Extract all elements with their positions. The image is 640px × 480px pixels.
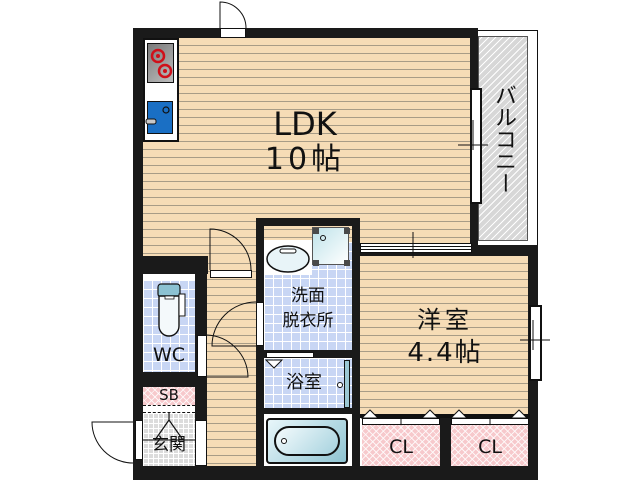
western-room-label: 洋室 [417,306,473,334]
toilet-label: WC [152,344,186,366]
entrance-door-opening[interactable] [135,420,143,460]
closet-1-floor [362,425,440,467]
shoe-box [143,387,195,407]
shoe-box-door[interactable] [143,405,195,413]
balcony-floor [478,36,528,241]
ldk-balcony-window [470,88,482,204]
ldk-size-label: 10帖 [264,142,346,177]
wall-closet-top [360,414,530,418]
bath-wall-fixture [344,360,350,408]
ldk-floor [143,38,470,256]
wall-wet-top [256,218,360,226]
hall-ldk-door-opening[interactable] [210,270,252,278]
sink-icon [145,101,173,134]
washroom-door-opening[interactable] [256,302,264,346]
bathtub-icon [266,418,348,464]
bathroom-door[interactable] [266,352,314,358]
wall-closet-divider [440,418,451,468]
bathroom-floor [264,358,352,408]
ldk-label: LDK [273,105,337,143]
washing-machine-pan-icon [312,227,350,266]
stove-icon [147,43,174,83]
western-room-floor [360,256,528,416]
balcony-label: バルコニー [491,84,516,194]
closet-2-floor [451,425,529,467]
hallway-floor [207,256,257,466]
washroom-label-line2: 脱衣所 [282,311,334,331]
wall-toilet-bottom [133,372,207,387]
wall-top [133,28,478,38]
top-door-opening[interactable] [220,28,246,38]
shoe-box-label: SB [159,386,179,404]
bathroom-label: 浴室 [286,372,322,393]
toilet-icon [156,282,186,340]
wall-wet-right [352,218,360,473]
wall-ldk-bottom-left [133,256,208,274]
western-room-size-label: 4.4帖 [407,338,483,368]
western-room-window [529,305,542,381]
wall-bath-tub [256,408,360,414]
bathtub-drain-icon [281,438,287,444]
wall-left [133,28,143,480]
closet-1-label: CL [389,436,413,458]
entrance-hall-threshold [195,420,207,466]
closet-2-label: CL [478,436,502,458]
wash-basin-icon [264,240,312,275]
wall-bottom [133,466,538,480]
ldk-bottom-window [360,243,472,253]
entrance-label: 玄関 [152,435,186,455]
washroom-label-line1: 洗面 [291,286,325,306]
toilet-door-opening[interactable] [197,335,207,377]
